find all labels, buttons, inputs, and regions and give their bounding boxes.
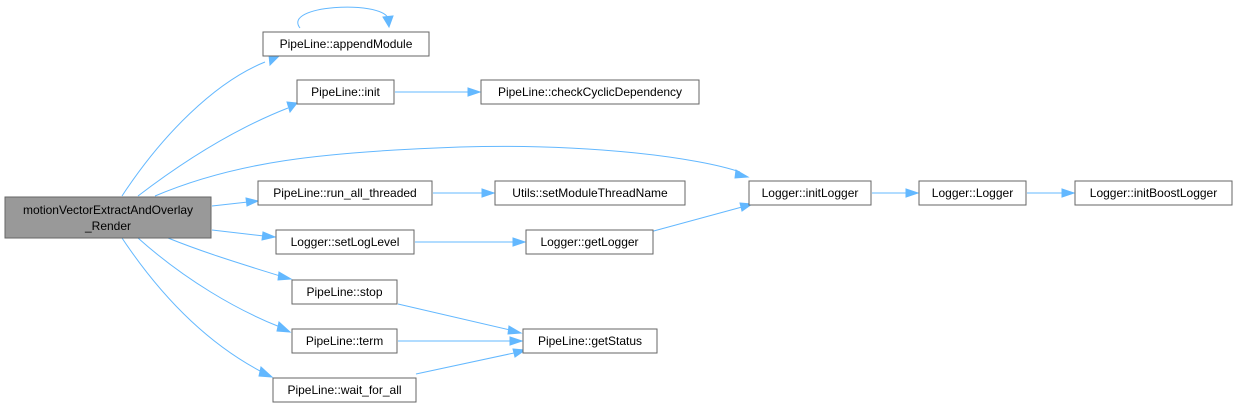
node-wait-for-all-label: PipeLine::wait_for_all (287, 383, 401, 397)
node-root[interactable]: motionVectorExtractAndOverlay _Render (4, 196, 212, 239)
edge-logger-ctor-to-init-boost-logger (1027, 188, 1076, 198)
edge-root-to-stop (167, 237, 293, 281)
edge-root-to-term (137, 237, 292, 333)
node-init[interactable]: PipeLine::init (296, 79, 395, 105)
edge-init-to-check-cyclic (395, 87, 482, 97)
node-logger-ctor-label: Logger::Logger (932, 186, 1013, 200)
edge-root-to-init (137, 101, 298, 197)
node-init-boost-logger-label: Logger::initBoostLogger (1090, 186, 1217, 200)
node-check-cyclic-dependency-label: PipeLine::checkCyclicDependency (498, 85, 682, 99)
node-run-all-threaded-label: PipeLine::run_all_threaded (273, 186, 416, 200)
node-term-label: PipeLine::term (306, 334, 383, 348)
node-stop-label: PipeLine::stop (306, 285, 382, 299)
node-init-logger-label: Logger::initLogger (762, 186, 859, 200)
edge-root-to-append-module (121, 54, 281, 197)
node-append-module[interactable]: PipeLine::appendModule (262, 31, 430, 57)
node-get-status[interactable]: PipeLine::getStatus (522, 328, 658, 354)
edge-run-all-threaded-to-set-module-thread-name (433, 188, 496, 198)
node-stop[interactable]: PipeLine::stop (291, 279, 398, 305)
node-set-log-level[interactable]: Logger::setLogLevel (275, 229, 415, 255)
node-term[interactable]: PipeLine::term (291, 328, 398, 354)
node-check-cyclic-dependency[interactable]: PipeLine::checkCyclicDependency (480, 79, 700, 105)
edge-wait-for-all-to-get-status (415, 348, 527, 375)
edge-get-logger-to-init-logger (649, 202, 754, 233)
node-init-logger[interactable]: Logger::initLogger (748, 180, 872, 206)
node-root-line2: _Render (84, 219, 131, 233)
edge-root-to-wait-for-all (121, 237, 274, 378)
node-init-label: PipeLine::init (311, 85, 380, 99)
node-root-line1: motionVectorExtractAndOverlay (23, 203, 193, 217)
node-run-all-threaded[interactable]: PipeLine::run_all_threaded (257, 180, 433, 206)
node-set-module-thread-name[interactable]: Utils::setModuleThreadName (494, 180, 686, 206)
edge-append-module-self-loop (297, 6, 394, 29)
node-init-boost-logger[interactable]: Logger::initBoostLogger (1074, 180, 1233, 206)
edge-root-to-init-logger (154, 145, 750, 197)
node-set-module-thread-name-label: Utils::setModuleThreadName (512, 186, 668, 200)
edge-root-to-run-all-threaded (211, 197, 260, 207)
edge-init-logger-to-logger-ctor (872, 188, 920, 198)
node-logger-ctor[interactable]: Logger::Logger (918, 180, 1027, 206)
edge-root-to-set-log-level (211, 229, 277, 241)
edge-stop-to-get-status (397, 303, 523, 335)
node-get-logger-label: Logger::getLogger (540, 235, 638, 249)
node-get-logger[interactable]: Logger::getLogger (525, 229, 654, 255)
node-append-module-label: PipeLine::appendModule (280, 37, 413, 51)
node-set-log-level-label: Logger::setLogLevel (291, 235, 400, 249)
edge-term-to-get-status (398, 336, 524, 346)
edge-set-log-level-to-get-logger (415, 237, 527, 247)
node-wait-for-all[interactable]: PipeLine::wait_for_all (272, 377, 417, 403)
call-edges (121, 6, 1076, 378)
node-get-status-label: PipeLine::getStatus (538, 334, 642, 348)
